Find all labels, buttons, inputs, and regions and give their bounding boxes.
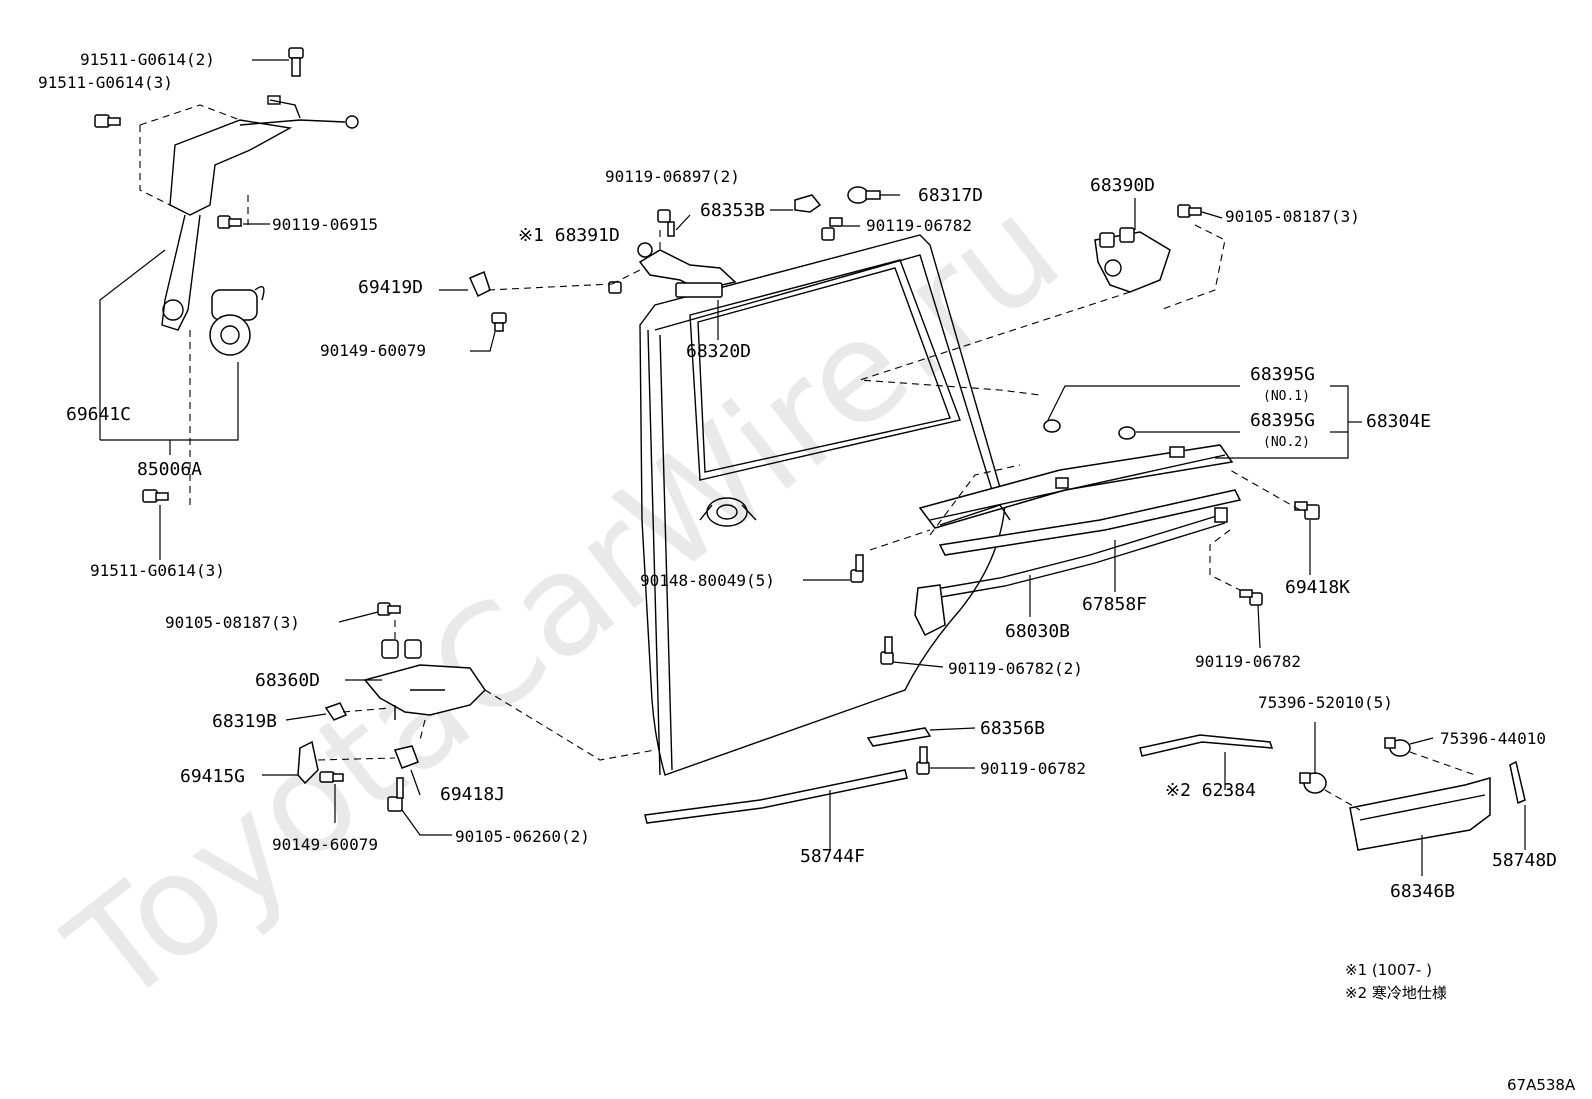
leader-dashed-upper bbox=[487, 230, 661, 291]
label-68390d: 68390D bbox=[1090, 175, 1155, 196]
leader-lines bbox=[99, 59, 1526, 876]
label-91511-g0614-3-top: 91511-G0614(3) bbox=[38, 73, 173, 92]
leader-dashed-bottom bbox=[1324, 751, 1476, 811]
footnote-2: ※2 寒冷地仕様 bbox=[1345, 984, 1447, 1002]
leader-dashed-rail bbox=[869, 464, 1301, 591]
lower-rail-guide bbox=[929, 507, 1228, 599]
bolt-91511-g0614-3-top bbox=[94, 114, 121, 128]
bolt-90119-06897 bbox=[657, 209, 675, 237]
part-labels: 91511-G0614(2) 91511-G0614(3) 90119-0691… bbox=[38, 50, 1557, 902]
seal-62384 bbox=[1139, 734, 1274, 757]
bolt-91511-g0614-3-bottom bbox=[142, 489, 169, 503]
seal-58748d bbox=[1509, 760, 1526, 805]
leader-dashed-lock bbox=[859, 224, 1226, 396]
label-69641c: 69641C bbox=[66, 404, 131, 425]
label-68320d: 68320D bbox=[686, 341, 751, 362]
bracket-68353b bbox=[794, 194, 822, 213]
label-68317d: 68317D bbox=[918, 185, 983, 206]
label-90119-06915: 90119-06915 bbox=[272, 215, 378, 234]
label-58744f: 58744F bbox=[800, 846, 865, 867]
bolt-90105-06260 bbox=[387, 777, 404, 812]
roller-bracket-lower bbox=[914, 584, 946, 637]
window-motor bbox=[209, 286, 265, 356]
label-90105-08187-right: 90105-08187(3) bbox=[1225, 207, 1360, 226]
cap-68317d bbox=[847, 186, 881, 204]
label-90119-06782-mid: 90119-06782 bbox=[980, 759, 1086, 778]
label-90119-06897: 90119-06897(2) bbox=[605, 167, 740, 186]
label-68319b: 68319B bbox=[212, 711, 277, 732]
label-85006a: 85006A bbox=[137, 459, 202, 480]
label-58748d: 58748D bbox=[1492, 850, 1557, 871]
label-68356b: 68356B bbox=[980, 718, 1045, 739]
label-75396-44010: 75396-44010 bbox=[1440, 729, 1546, 748]
diagram-code: 67A538A bbox=[1507, 1076, 1576, 1094]
label-90119-06782-right: 90119-06782 bbox=[1195, 652, 1301, 671]
bolt-90105-08187-left bbox=[377, 602, 401, 616]
bolt-90149-60079-top bbox=[491, 312, 507, 332]
label-90119-06782-2: 90119-06782(2) bbox=[948, 659, 1083, 678]
window-regulator-assembly bbox=[139, 95, 359, 510]
label-68353b: 68353B bbox=[700, 200, 765, 221]
bolt-90105-08187-right bbox=[1177, 204, 1202, 218]
bracket-69419d bbox=[469, 270, 491, 298]
door-lock-68390d bbox=[1094, 227, 1171, 293]
label-90105-06260: 90105-06260(2) bbox=[455, 827, 590, 846]
label-69419d: 69419D bbox=[358, 277, 423, 298]
label-90149-60079-bottom: 90149-60079 bbox=[272, 835, 378, 854]
label-68360d: 68360D bbox=[255, 670, 320, 691]
label-68395g-no2-sub: (NO.2) bbox=[1263, 435, 1310, 450]
label-68304e: 68304E bbox=[1366, 411, 1431, 432]
label-91511-g0614-3-bottom: 91511-G0614(3) bbox=[90, 561, 225, 580]
sliding-door-panel bbox=[639, 234, 1006, 776]
bolt-90149-60079-bottom bbox=[319, 771, 344, 783]
footnote-1: ※1 (1007- ) bbox=[1345, 961, 1432, 979]
center-rail-67858f bbox=[918, 444, 1234, 529]
label-90105-08187-left: 90105-08187(3) bbox=[165, 613, 300, 632]
label-69418j: 69418J bbox=[440, 784, 505, 805]
bracket-68356b bbox=[866, 727, 932, 747]
lower-roller-68360d bbox=[363, 639, 486, 720]
bolt-90119-06782-right bbox=[1239, 589, 1263, 606]
cover-68319b bbox=[324, 702, 348, 721]
upper-roller-arm bbox=[637, 242, 737, 298]
molding-58744f bbox=[644, 769, 908, 824]
bolt-90148-80049 bbox=[850, 554, 864, 583]
bracket-69415g bbox=[297, 740, 319, 785]
clip-75396-52010 bbox=[1299, 772, 1327, 794]
rail-cover-68030b bbox=[938, 489, 1242, 556]
clip-75396-44010 bbox=[1384, 737, 1411, 757]
label-90148-80049: 90148-80049(5) bbox=[640, 571, 775, 590]
label-69418k: 69418K bbox=[1285, 577, 1350, 598]
label-68030b: 68030B bbox=[1005, 621, 1070, 642]
bolt-90119-06915 bbox=[217, 215, 242, 229]
bolt-69418j bbox=[393, 745, 419, 769]
bolt-90119-06782-2 bbox=[880, 636, 894, 665]
washer-68395g-no2 bbox=[1118, 426, 1136, 440]
leader-dashed-lower-roller bbox=[317, 620, 656, 761]
label-90149-60079-top: 90149-60079 bbox=[320, 341, 426, 360]
label-90119-06782-top: 90119-06782 bbox=[866, 216, 972, 235]
footnotes: ※1 (1007- ) ※2 寒冷地仕様 bbox=[1345, 961, 1447, 1002]
bolt-90119-06782-mid bbox=[916, 746, 930, 775]
garnish-68346b bbox=[1349, 777, 1491, 851]
label-91511-g0614-2: 91511-G0614(2) bbox=[80, 50, 215, 69]
label-68395g-no1-sub: (NO.1) bbox=[1263, 389, 1310, 404]
bolt-90119-06782-top bbox=[821, 217, 843, 241]
bolt-91511-g0614-2 bbox=[288, 47, 304, 77]
label-68346b: 68346B bbox=[1390, 881, 1455, 902]
label-68395g-no2: 68395G bbox=[1250, 410, 1315, 431]
label-69415g: 69415G bbox=[180, 766, 245, 787]
label-62384: ※2 62384 bbox=[1165, 780, 1256, 801]
label-75396-52010: 75396-52010(5) bbox=[1258, 693, 1393, 712]
label-67858f: 67858F bbox=[1082, 594, 1147, 615]
bolt-69418k bbox=[1294, 501, 1320, 520]
washer-68395g-no1 bbox=[1043, 419, 1061, 433]
label-68391d: ※1 68391D bbox=[518, 225, 620, 246]
label-68395g-no1: 68395G bbox=[1250, 364, 1315, 385]
